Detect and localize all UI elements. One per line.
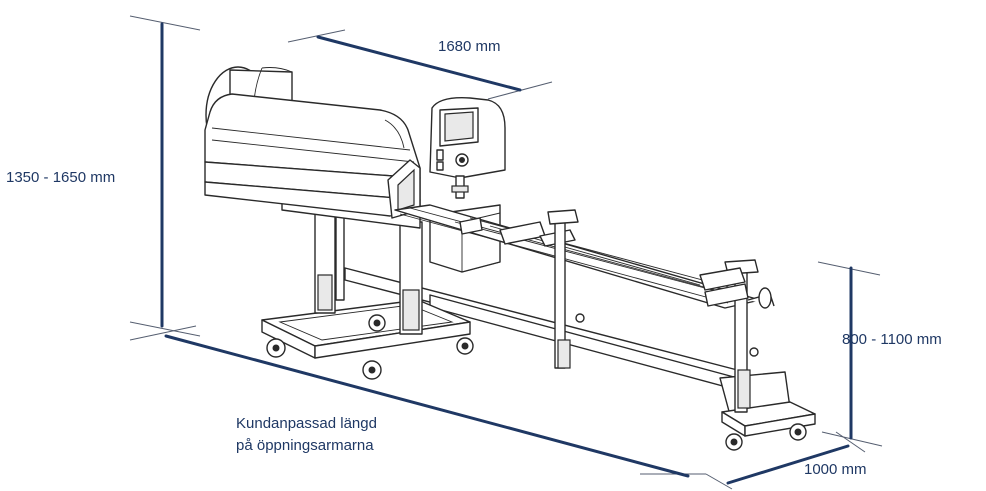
dimension-width-top-label: 1680 mm	[438, 38, 501, 55]
dimension-depth-label: 1000 mm	[804, 461, 867, 478]
dimension-height-table: 800 - 1100 mm	[817, 261, 942, 447]
control-panel	[429, 97, 506, 199]
machine-drawing	[204, 66, 816, 451]
dimension-arm-length-label-line2: på öppningsarmarna	[236, 437, 374, 454]
caster-wheels	[266, 314, 807, 451]
middle-stand	[547, 209, 585, 369]
opening-arms	[394, 204, 761, 309]
dimension-width-top: 1680 mm	[287, 29, 553, 100]
dimension-arm-length-label-line1: Kundanpassad längd	[236, 415, 377, 432]
dimension-height-total: 1350 - 1650 mm	[6, 15, 201, 337]
right-base-frame	[721, 401, 816, 437]
left-base-frame	[261, 299, 471, 359]
support-legs	[314, 197, 423, 335]
main-hood	[204, 93, 421, 219]
dimension-height-table-label: 800 - 1100 mm	[842, 331, 942, 348]
right-stand	[699, 259, 775, 413]
dimension-depth: 1000 mm	[705, 431, 867, 490]
dimension-arm-length: Kundanpassad längd på öppningsarmarna	[129, 325, 706, 478]
dimension-height-total-label: 1350 - 1650 mm	[6, 169, 115, 186]
